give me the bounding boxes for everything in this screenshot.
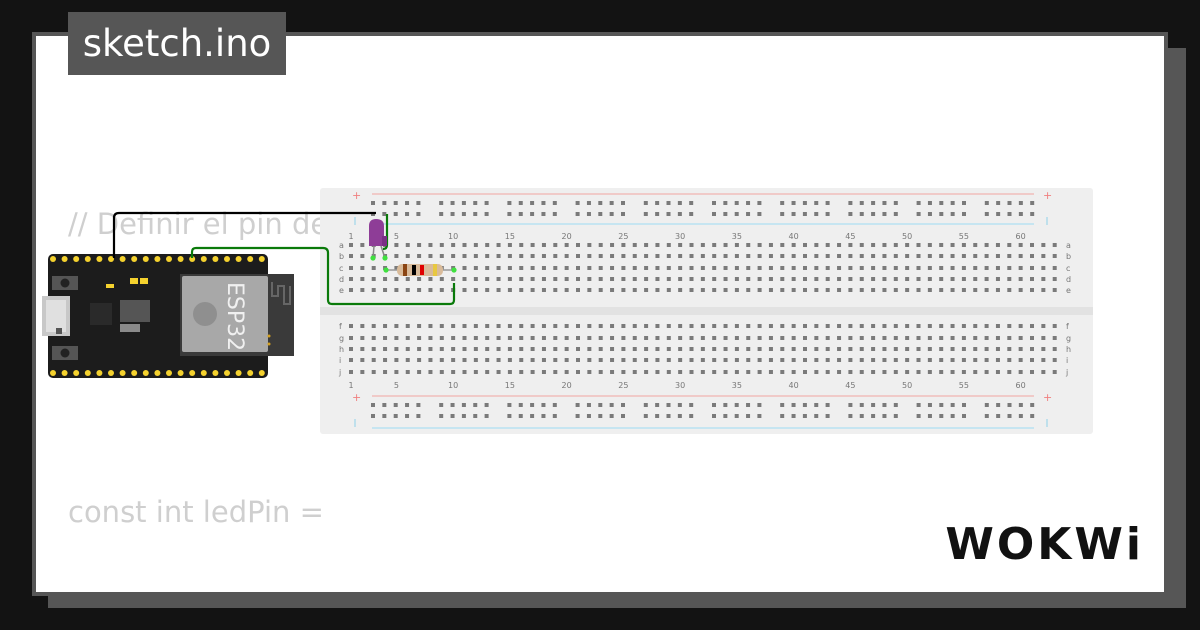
svg-text:20: 20 — [562, 232, 572, 241]
svg-text:40: 40 — [789, 381, 799, 390]
svg-text:+: + — [1043, 391, 1052, 404]
gnd-wire — [112, 211, 376, 258]
svg-text:j: j — [338, 368, 341, 377]
code-line: const int ledPin = — [68, 495, 334, 529]
svg-text:5: 5 — [394, 381, 399, 390]
svg-text:+: + — [352, 391, 361, 404]
svg-text:d: d — [339, 275, 344, 284]
svg-text:15: 15 — [505, 232, 515, 241]
esp32-label: ESP32 — [222, 282, 247, 351]
svg-text:e: e — [339, 286, 344, 295]
svg-text:55: 55 — [959, 232, 969, 241]
svg-text:1: 1 — [348, 232, 353, 241]
led[interactable] — [369, 219, 388, 261]
svg-text:60: 60 — [1016, 381, 1026, 390]
svg-text:35: 35 — [732, 232, 742, 241]
svg-text:g: g — [1066, 334, 1071, 343]
svg-text:+: + — [1043, 189, 1052, 202]
svg-text:b: b — [339, 252, 344, 261]
file-tab[interactable]: sketch.ino — [68, 12, 286, 75]
svg-text:a: a — [339, 241, 344, 250]
svg-text:20: 20 — [562, 381, 572, 390]
svg-text:f: f — [1066, 322, 1069, 331]
svg-text:h: h — [1066, 345, 1071, 354]
svg-text:10: 10 — [448, 232, 458, 241]
svg-text:f: f — [339, 322, 342, 331]
svg-text:55: 55 — [959, 381, 969, 390]
svg-text:d: d — [1066, 275, 1071, 284]
svg-text:e: e — [1066, 286, 1071, 295]
svg-text:a: a — [1066, 241, 1071, 250]
svg-text:j: j — [1065, 368, 1068, 377]
svg-text:10: 10 — [448, 381, 458, 390]
svg-text:40: 40 — [789, 232, 799, 241]
svg-text:1: 1 — [348, 381, 353, 390]
breadboard: + + + + 11551010151520202525303035354040… — [320, 188, 1093, 434]
svg-text:25: 25 — [618, 381, 628, 390]
svg-text:50: 50 — [902, 381, 912, 390]
svg-text:35: 35 — [732, 381, 742, 390]
svg-text:b: b — [1066, 252, 1071, 261]
svg-text:30: 30 — [675, 232, 685, 241]
svg-text:50: 50 — [902, 232, 912, 241]
svg-text:h: h — [339, 345, 344, 354]
svg-text:30: 30 — [675, 381, 685, 390]
svg-text:i: i — [339, 356, 341, 365]
svg-text:15: 15 — [505, 381, 515, 390]
svg-text:45: 45 — [845, 232, 855, 241]
svg-text:c: c — [1066, 264, 1070, 273]
rail-plus-label: + — [352, 189, 361, 202]
esp32-board[interactable]: ESP32 — [42, 254, 294, 378]
svg-text:60: 60 — [1016, 232, 1026, 241]
wokwi-logo: WOKWi — [945, 519, 1144, 570]
resistor[interactable] — [383, 264, 457, 276]
svg-text:5: 5 — [394, 232, 399, 241]
svg-text:c: c — [339, 264, 343, 273]
svg-text:45: 45 — [845, 381, 855, 390]
svg-text:g: g — [339, 334, 344, 343]
signal-wire — [190, 246, 456, 306]
svg-text:i: i — [1066, 356, 1068, 365]
svg-text:25: 25 — [618, 232, 628, 241]
